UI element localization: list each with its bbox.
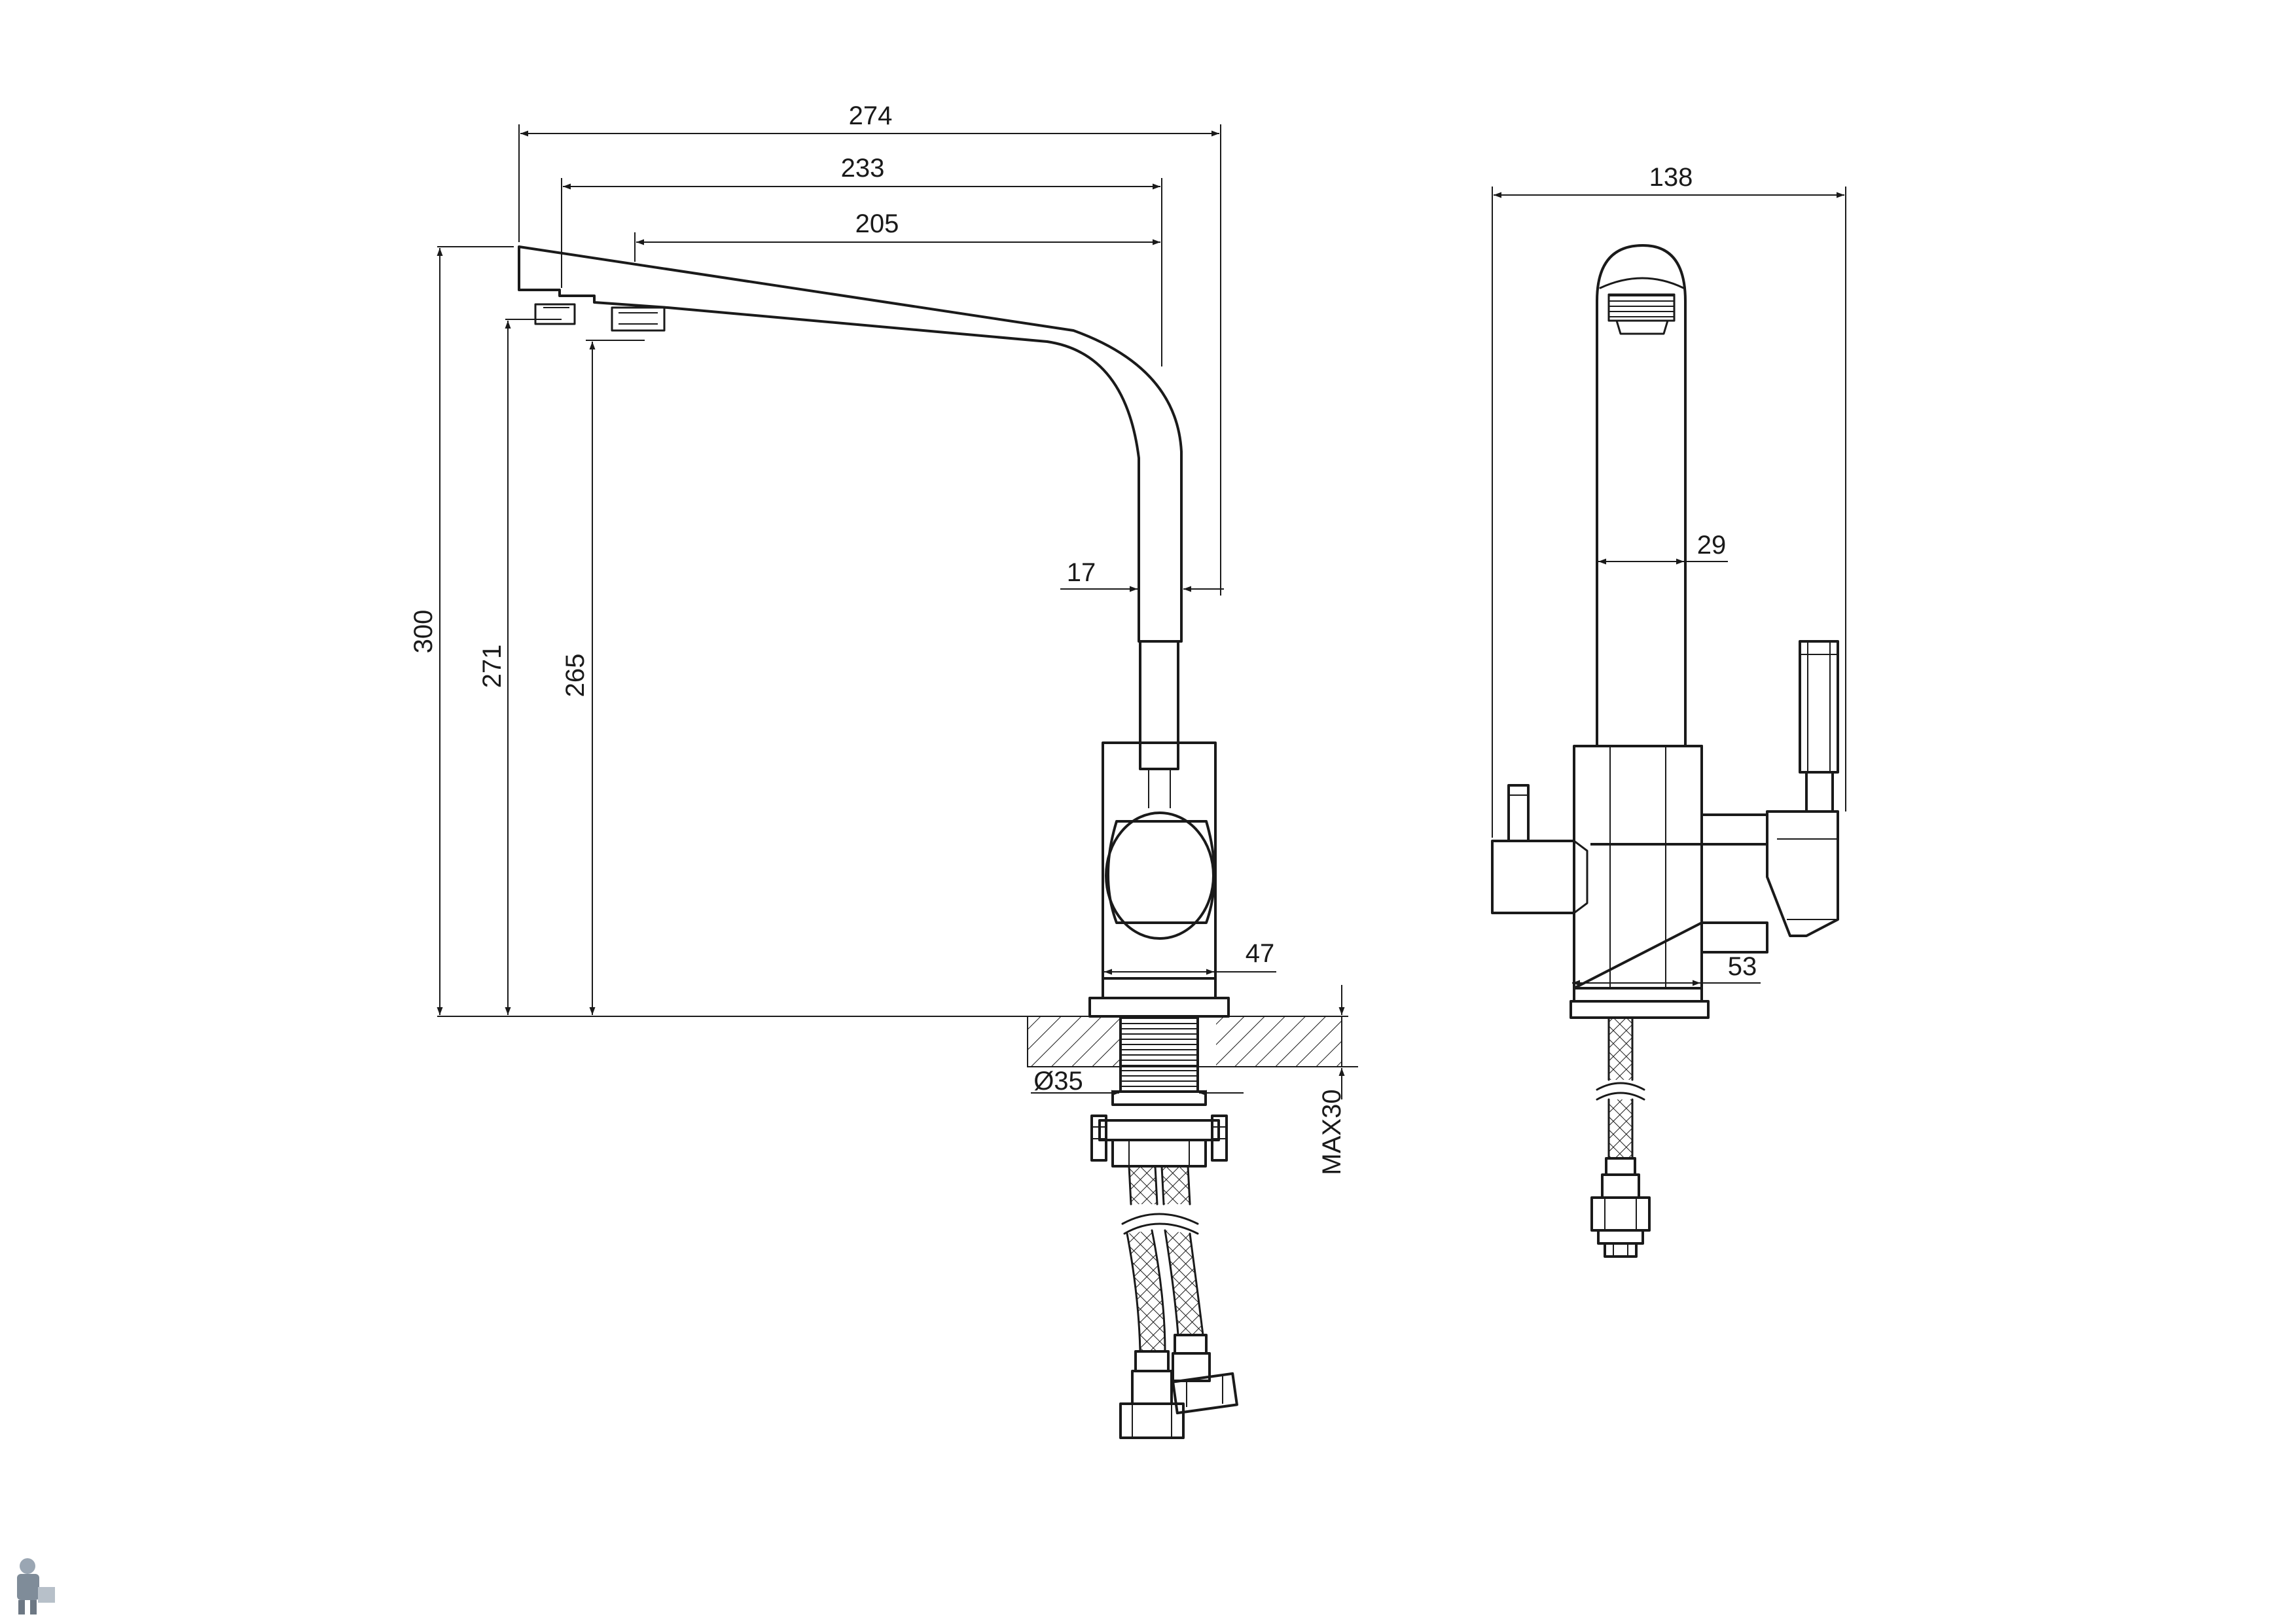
spout-head [1596,244,1687,746]
dim-265-label: 265 [561,654,590,698]
dim-17-label: 17 [1067,558,1096,587]
mixer-lever [1766,640,1839,937]
dimension-265: 265 [561,340,645,1015]
dimension-138: 138 [1492,163,1846,838]
dim-47-label: 47 [1246,939,1275,968]
dim-dia35-label: Ø35 [1033,1067,1083,1096]
front-base [1570,1000,1710,1019]
hose-fittings [1119,1334,1238,1439]
braided-hoses [1121,1165,1204,1353]
threaded-shank [1121,1016,1198,1092]
spout-body [518,245,1183,643]
dim-271-label: 271 [478,645,507,688]
dimension-274: 274 [518,101,1221,596]
cartridge-cover [1107,820,1216,924]
aerator-outlets [534,303,666,332]
front-view: 138 29 53 [1491,163,1846,1258]
front-hose [1590,1016,1651,1258]
handle-lever [1139,640,1179,770]
mascot-logo [17,1558,55,1614]
dim-138-label: 138 [1649,163,1693,192]
dim-53-label: 53 [1728,952,1757,981]
dim-300-label: 300 [409,610,438,654]
filter-water-handle [1491,784,1588,914]
mounting-nut [1090,1115,1228,1168]
dim-274-label: 274 [849,101,893,130]
dimension-47: 47 [1104,939,1276,975]
dimension-29: 29 [1598,531,1728,565]
dimension-max30: MAX30 [1318,985,1358,1175]
dimension-17: 17 [1060,558,1224,592]
dim-233-label: 233 [841,154,885,183]
dimension-53: 53 [1572,952,1761,986]
base-plate [1088,997,1230,1018]
dimension-233: 233 [561,154,1162,366]
countertop-section [1027,1016,1342,1067]
aerator-front [1607,293,1676,335]
dim-205-label: 205 [855,209,899,238]
faucet-body [1102,741,1217,980]
dimension-dia35: Ø35 [1031,1067,1244,1096]
base-ring [1102,977,1217,999]
dimension-271: 271 [478,319,562,1015]
dim-29-label: 29 [1697,531,1727,560]
dimension-205: 205 [634,209,1160,262]
dimension-300: 300 [409,246,514,1015]
side-view: 274 233 205 300 271 265 [409,101,1358,1439]
dim-max30-label: MAX30 [1318,1089,1346,1175]
